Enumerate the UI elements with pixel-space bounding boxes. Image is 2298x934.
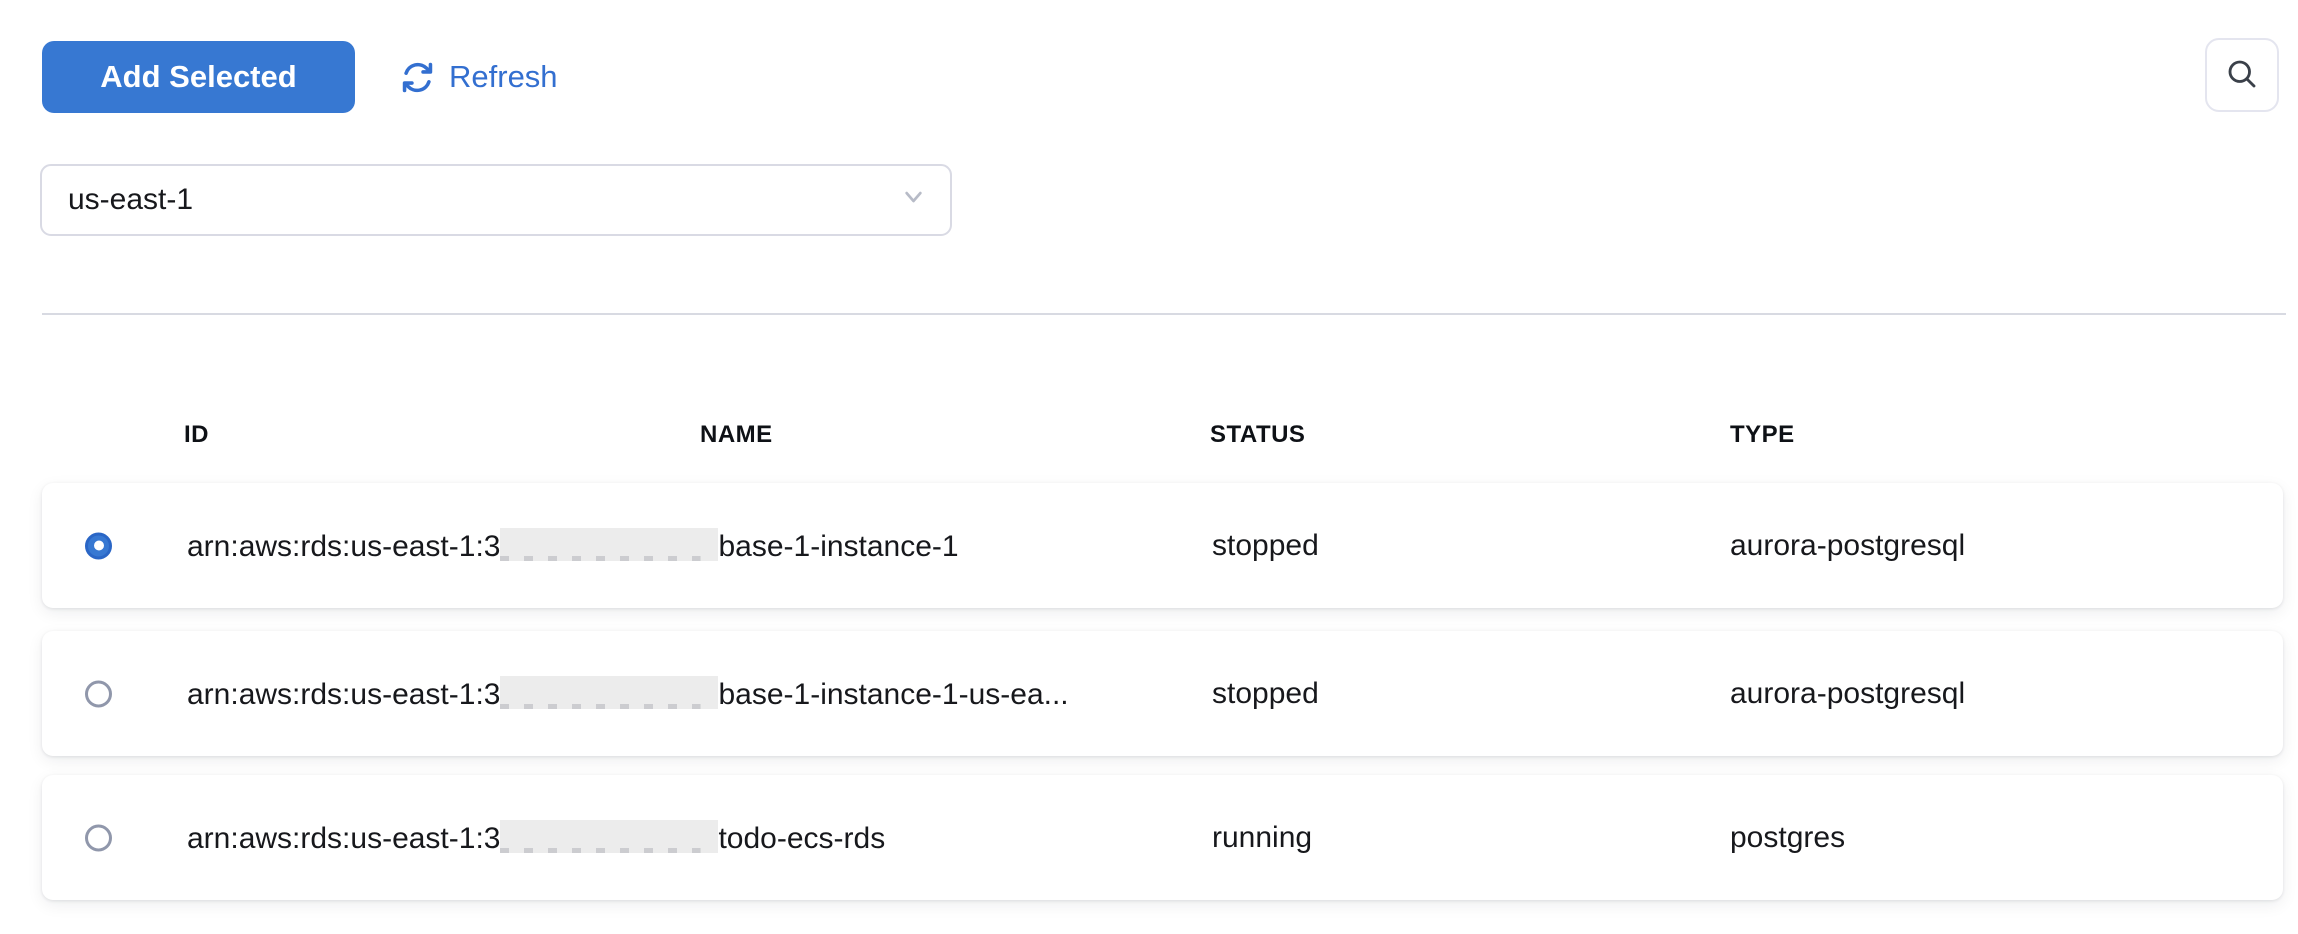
id-suffix: base-1-instance-1 [718, 529, 959, 563]
cell-id: arn:aws:rds:us-east-1:3 todo-ecs-rds [187, 819, 886, 856]
redacted-text [500, 675, 719, 709]
row-radio[interactable] [85, 824, 112, 851]
row-radio[interactable] [85, 680, 112, 707]
cell-type: postgres [1730, 820, 1846, 854]
id-prefix: arn:aws:rds:us-east-1:3 [187, 677, 501, 711]
id-prefix: arn:aws:rds:us-east-1:3 [187, 821, 501, 855]
region-select[interactable]: us-east-1 [40, 164, 952, 236]
id-suffix: todo-ecs-rds [718, 821, 886, 855]
redacted-text [500, 819, 719, 853]
refresh-label: Refresh [449, 59, 558, 94]
region-select-value: us-east-1 [68, 183, 194, 216]
redacted-text [500, 527, 719, 561]
cell-status: running [1212, 820, 1313, 854]
chevron-down-icon [901, 183, 926, 217]
table-row[interactable]: arn:aws:rds:us-east-1:3 base-1-instance-1… [42, 483, 2283, 608]
cell-status: stopped [1212, 528, 1319, 562]
cell-type: aurora-postgresql [1730, 528, 1966, 562]
row-radio[interactable] [85, 532, 112, 559]
cell-status: stopped [1212, 676, 1319, 710]
search-button[interactable] [2205, 38, 2279, 112]
add-selected-button[interactable]: Add Selected [42, 41, 355, 113]
column-header-name: NAME [700, 421, 773, 448]
divider [42, 313, 2286, 315]
cell-id: arn:aws:rds:us-east-1:3 base-1-instance-1… [187, 675, 1069, 712]
cell-id: arn:aws:rds:us-east-1:3 base-1-instance-1 [187, 527, 959, 564]
column-header-type: TYPE [1730, 421, 1795, 448]
column-header-id: ID [184, 421, 209, 448]
table-row[interactable]: arn:aws:rds:us-east-1:3 todo-ecs-rds runn… [42, 775, 2283, 900]
cell-type: aurora-postgresql [1730, 676, 1966, 710]
search-icon [2224, 56, 2260, 95]
column-header-status: STATUS [1210, 421, 1306, 448]
id-suffix: base-1-instance-1-us-ea... [718, 677, 1069, 711]
refresh-icon [399, 59, 436, 96]
refresh-button[interactable]: Refresh [399, 41, 558, 113]
table-row[interactable]: arn:aws:rds:us-east-1:3 base-1-instance-1… [42, 631, 2283, 756]
id-prefix: arn:aws:rds:us-east-1:3 [187, 529, 501, 563]
